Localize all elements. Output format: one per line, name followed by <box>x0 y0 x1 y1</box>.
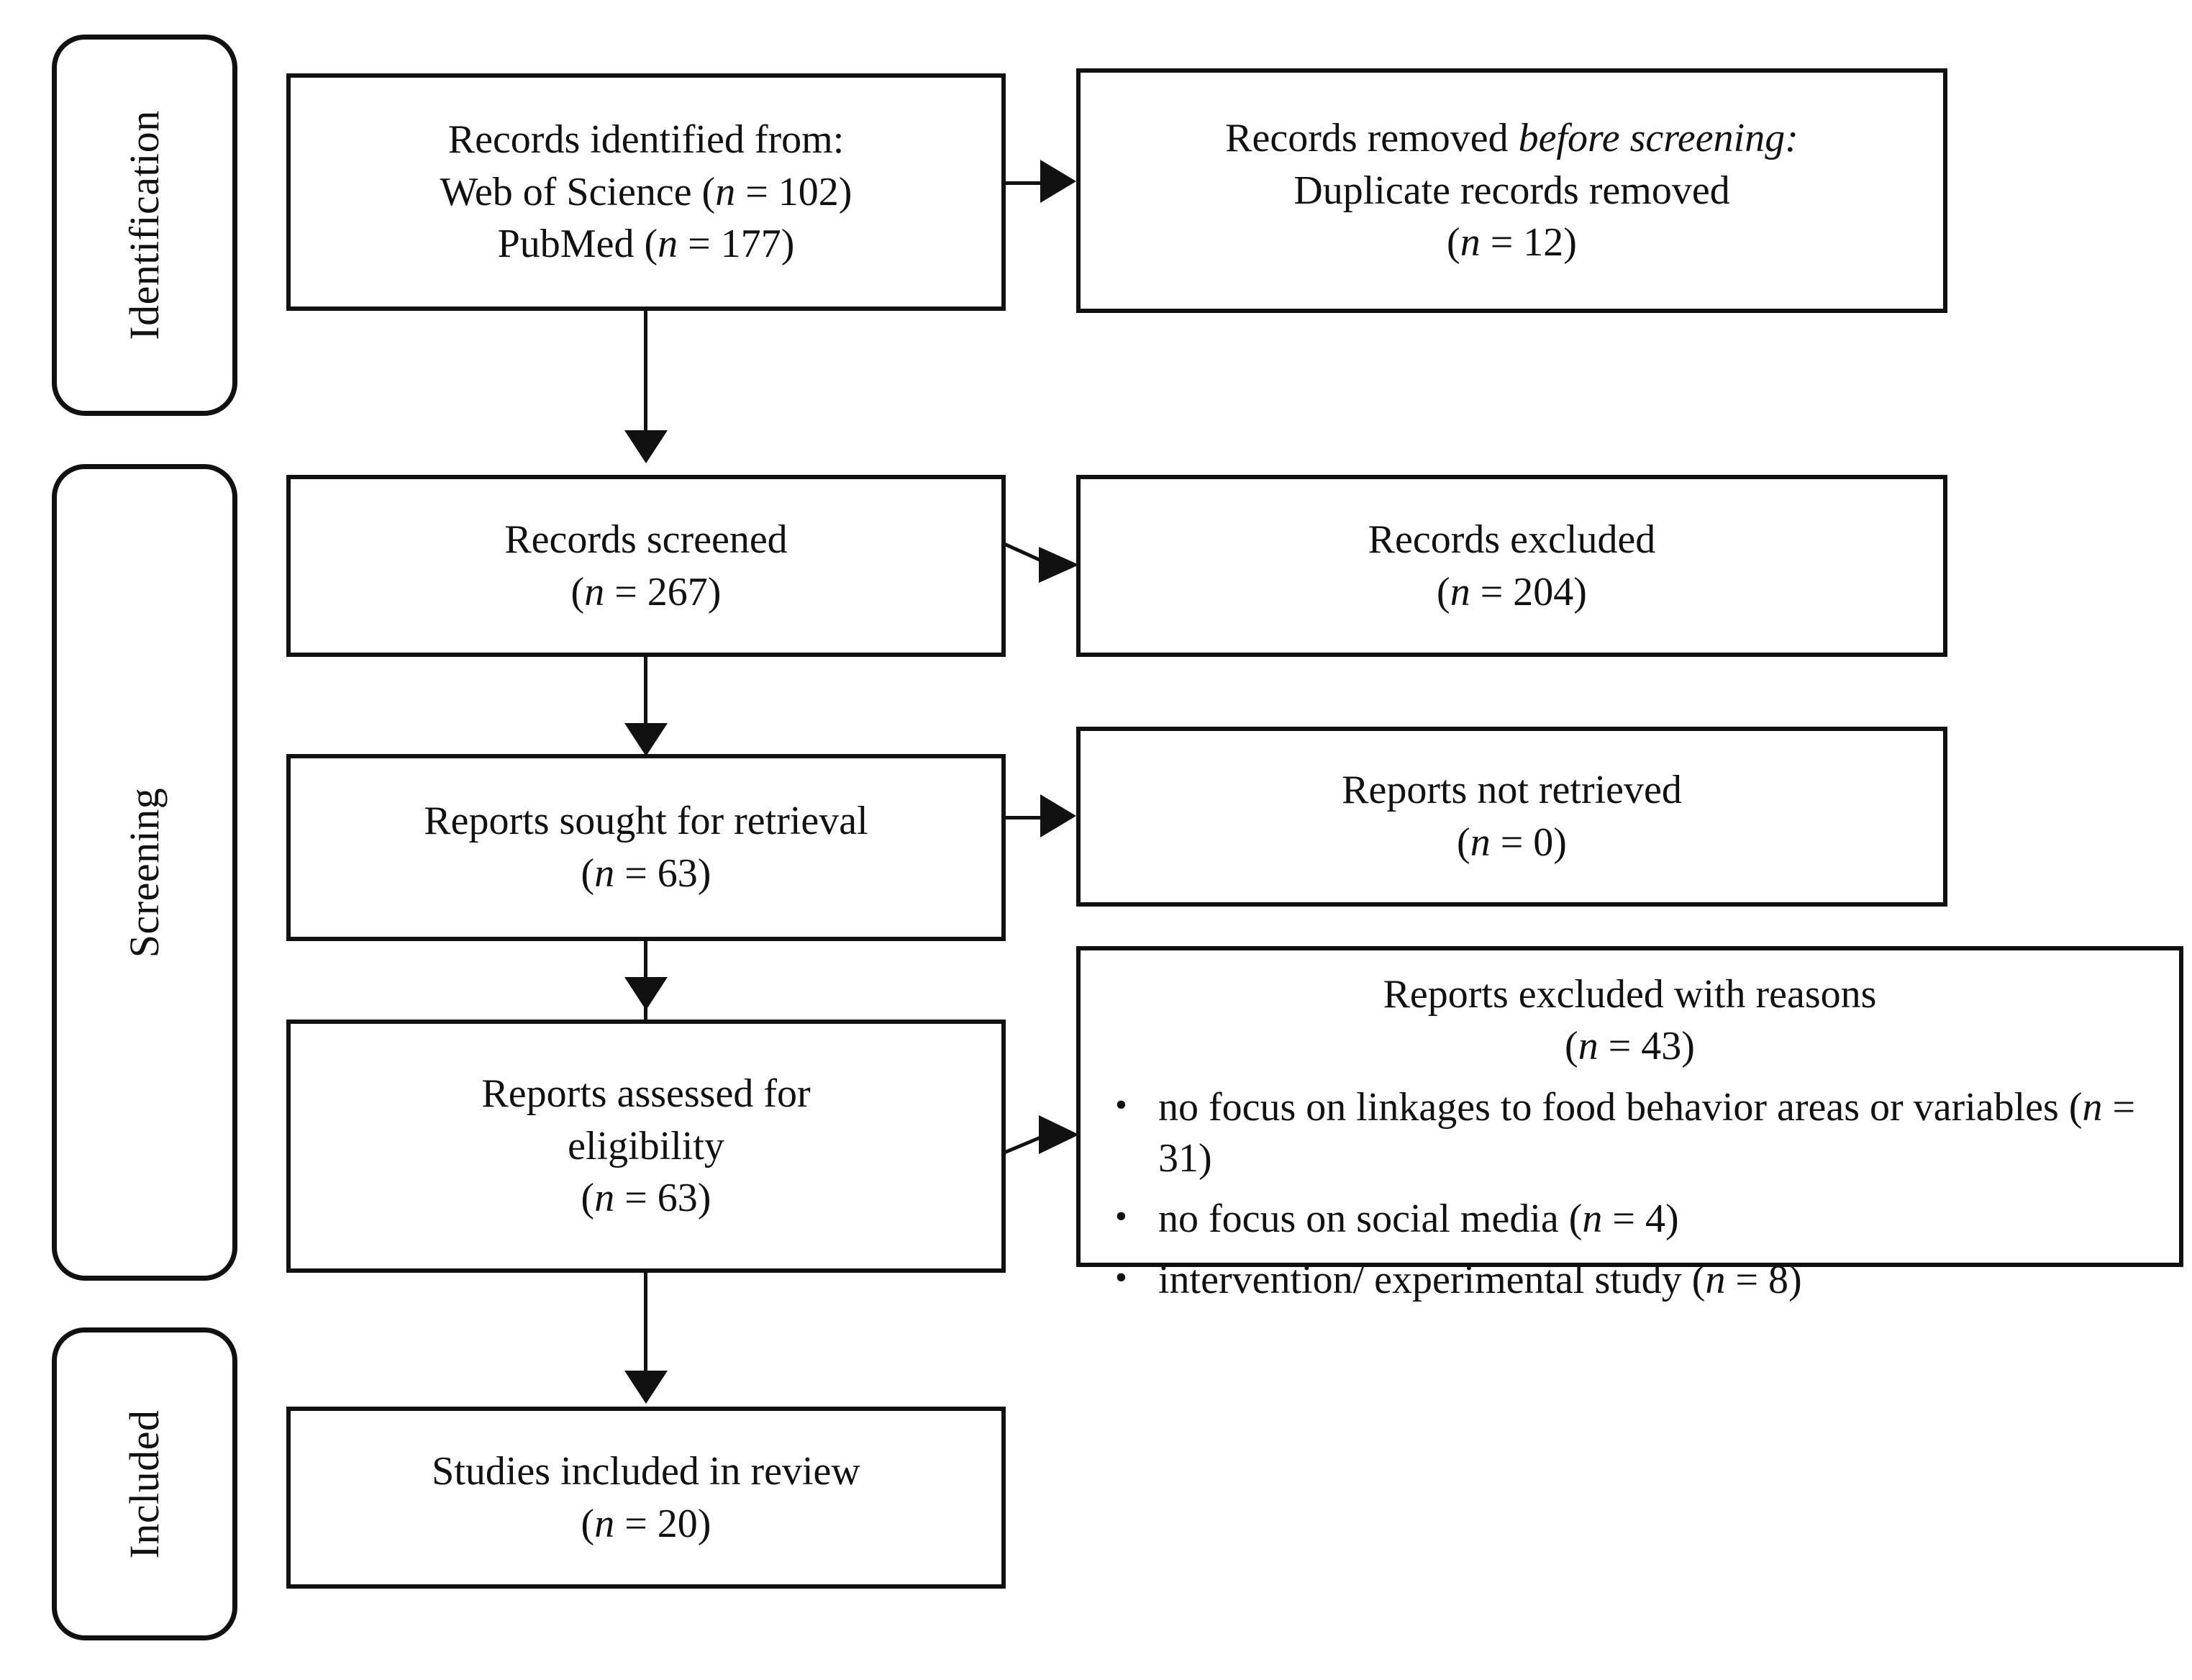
arrowhead-assessed-to-included <box>624 1371 668 1404</box>
records-screened-line-2: (n = 267) <box>570 569 722 614</box>
box-records-excluded: Records excluded (n = 204) <box>1076 475 1947 657</box>
records-removed-line-2: Duplicate records removed <box>1293 168 1730 213</box>
connector-identified-to-removed <box>1006 181 1046 185</box>
reports-assessed-line-2: eligibility <box>568 1123 724 1168</box>
reports-assessed-line-1: Reports assessed for <box>481 1071 811 1116</box>
bullet-glyph: • <box>1115 1197 1127 1236</box>
stage-label-identification: Identification <box>121 110 168 340</box>
connector-assessed-to-excluded-reasons <box>1004 1115 1079 1155</box>
reports-not-retrieved-line-2: (n = 0) <box>1457 820 1567 865</box>
records-screened-line-1: Records screened <box>504 517 788 562</box>
reason-item: • no focus on linkages to food behavior … <box>1102 1082 2157 1184</box>
stage-pill-screening: Screening <box>52 464 237 1281</box>
reports-excluded-reason-list: • no focus on linkages to food behavior … <box>1102 1082 2157 1315</box>
connector-assessed-to-included <box>644 1273 647 1388</box>
reports-excluded-heading-line-2: (n = 43) <box>1565 1023 1695 1068</box>
records-identified-line-1: Records identified from: <box>447 117 845 162</box>
connector-screened-to-excluded <box>1003 542 1079 583</box>
records-excluded-line-2: (n = 204) <box>1437 569 1587 614</box>
arrowhead-sought-to-assessed <box>624 977 668 1010</box>
box-studies-included: Studies included in review (n = 20) <box>286 1407 1006 1589</box>
reason-text: intervention/ experimental study (n = 8) <box>1158 1257 1802 1302</box>
arrowhead-screened-to-sought <box>624 723 668 756</box>
reason-item: • no focus on social media (n = 4) <box>1102 1194 2157 1245</box>
reason-item: • intervention/ experimental study (n = … <box>1102 1255 2157 1306</box>
studies-included-line-1: Studies included in review <box>432 1448 860 1494</box>
box-records-removed: Records removed before screening: Duplic… <box>1076 68 1947 313</box>
connector-screened-to-sought <box>644 657 647 736</box>
box-reports-excluded-reasons: Reports excluded with reasons (n = 43) •… <box>1076 946 2183 1302</box>
stage-label-included: Included <box>121 1409 168 1558</box>
stage-label-screening: Screening <box>121 787 168 958</box>
stage-pill-included: Included <box>52 1327 237 1640</box>
reports-assessed-line-3: (n = 63) <box>581 1176 711 1221</box>
bullet-glyph: • <box>1115 1258 1127 1297</box>
reason-text: no focus on linkages to food behavior ar… <box>1158 1085 2136 1181</box>
arrowhead-identified-to-removed <box>1040 160 1076 203</box>
studies-included-line-2: (n = 20) <box>581 1501 711 1546</box>
records-removed-line-1: Records removed before screening: <box>1225 115 1798 160</box>
records-identified-line-2: Web of Science (n = 102) <box>440 169 852 214</box>
connector-identified-to-screened <box>644 311 647 440</box>
reports-excluded-heading: Reports excluded with reasons (n = 43) <box>1102 969 2157 1072</box>
records-identified-line-3: PubMed (n = 177) <box>497 222 795 267</box>
box-reports-not-retrieved: Reports not retrieved (n = 0) <box>1076 727 1947 907</box>
box-reports-assessed: Reports assessed for eligibility (n = 63… <box>286 1020 1006 1273</box>
reports-excluded-heading-line-1: Reports excluded with reasons <box>1383 972 1877 1017</box>
box-records-screened: Records screened (n = 267) <box>286 475 1006 657</box>
records-excluded-line-1: Records excluded <box>1368 517 1656 562</box>
reason-text: no focus on social media (n = 4) <box>1158 1197 1679 1242</box>
connector-sought-to-not-retrieved <box>1006 816 1046 819</box>
stage-pill-identification: Identification <box>52 35 237 416</box>
reports-sought-line-2: (n = 63) <box>581 851 711 896</box>
box-records-identified: Records identified from: Web of Science … <box>286 73 1006 311</box>
records-removed-line-3: (n = 12) <box>1447 220 1577 265</box>
reports-sought-line-1: Reports sought for retrieval <box>424 799 868 844</box>
arrowhead-identified-to-screened <box>624 430 668 463</box>
reports-not-retrieved-line-1: Reports not retrieved <box>1342 768 1682 813</box>
box-reports-sought: Reports sought for retrieval (n = 63) <box>286 754 1006 941</box>
arrowhead-sought-to-not-retrieved <box>1040 794 1076 837</box>
bullet-glyph: • <box>1115 1086 1127 1125</box>
